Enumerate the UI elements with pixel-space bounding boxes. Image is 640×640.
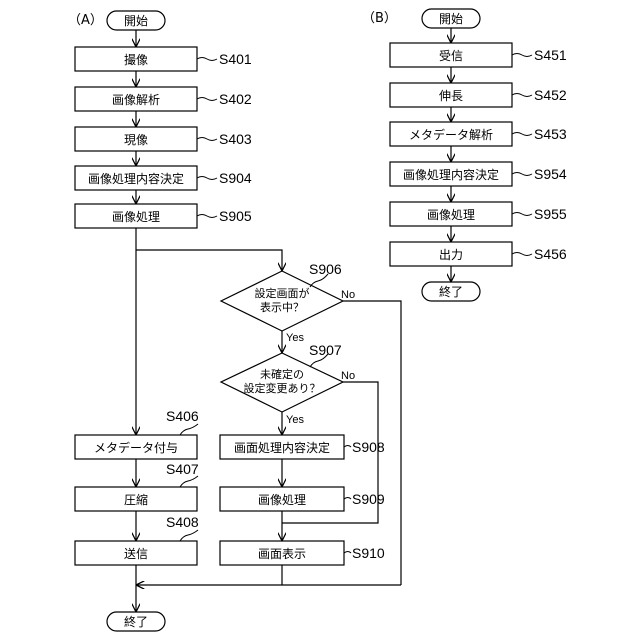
leader-s955 bbox=[512, 213, 532, 216]
s905-id: S905 bbox=[219, 209, 252, 223]
s403-id: S403 bbox=[219, 132, 252, 146]
process-box-s908 bbox=[220, 435, 344, 459]
leader-s904 bbox=[197, 177, 217, 180]
process-box-s403 bbox=[75, 127, 197, 151]
process-box-s407 bbox=[75, 487, 197, 511]
s406-id: S406 bbox=[166, 409, 199, 423]
s907-no-label: No bbox=[341, 371, 355, 382]
s451-id: S451 bbox=[534, 48, 567, 62]
leader-s407 bbox=[180, 476, 198, 487]
s907-id: S907 bbox=[309, 343, 342, 357]
terminal-end-b bbox=[422, 282, 480, 301]
terminal-start-a bbox=[107, 11, 165, 30]
s402-id: S402 bbox=[219, 92, 252, 106]
s401-id: S401 bbox=[219, 52, 252, 66]
s408-id: S408 bbox=[166, 515, 199, 529]
s910-id: S910 bbox=[352, 546, 385, 560]
leader-s451 bbox=[512, 54, 532, 57]
s908-id: S908 bbox=[352, 440, 385, 454]
terminal-start-b bbox=[422, 9, 480, 28]
decision-diamond-s907 bbox=[221, 353, 343, 412]
process-box-s402 bbox=[75, 87, 197, 111]
process-box-s954 bbox=[390, 162, 512, 186]
process-box-s451 bbox=[390, 43, 512, 67]
s452-id: S452 bbox=[534, 88, 567, 102]
leader-s954 bbox=[512, 173, 532, 176]
leader-s403 bbox=[197, 138, 217, 141]
s453-id: S453 bbox=[534, 127, 567, 141]
leader-s909 bbox=[344, 498, 351, 500]
s904-id: S904 bbox=[219, 171, 252, 185]
process-box-s408 bbox=[75, 541, 197, 565]
s407-id: S407 bbox=[166, 462, 199, 476]
process-box-s452 bbox=[390, 83, 512, 107]
terminal-end-a bbox=[107, 612, 165, 631]
process-box-s453 bbox=[390, 122, 512, 146]
leader-s406 bbox=[180, 424, 198, 435]
process-box-s955 bbox=[390, 202, 512, 226]
s906-id: S906 bbox=[309, 262, 342, 276]
section-b-label: （B） bbox=[362, 12, 397, 25]
process-box-s406 bbox=[75, 435, 197, 459]
s906-yes-label: Yes bbox=[286, 333, 304, 344]
leader-s453 bbox=[512, 133, 532, 136]
s909-id: S909 bbox=[352, 492, 385, 506]
process-box-s401 bbox=[75, 47, 197, 71]
leader-s401 bbox=[197, 58, 217, 61]
s907-yes-label: Yes bbox=[286, 415, 304, 426]
leader-s910 bbox=[344, 552, 351, 554]
leader-s452 bbox=[512, 94, 532, 97]
s456-id: S456 bbox=[534, 247, 567, 261]
leader-s908 bbox=[344, 446, 351, 448]
s906-no-label: No bbox=[341, 290, 355, 301]
process-box-s456 bbox=[390, 242, 512, 266]
leader-s402 bbox=[197, 98, 217, 101]
leader-s408 bbox=[180, 530, 198, 541]
decision-diamond-s906 bbox=[221, 271, 343, 331]
s955-id: S955 bbox=[534, 207, 567, 221]
s954-id: S954 bbox=[534, 167, 567, 181]
process-box-s910 bbox=[220, 541, 344, 565]
leader-s905 bbox=[197, 215, 217, 218]
process-box-s909 bbox=[220, 487, 344, 511]
section-a-label: （A） bbox=[68, 14, 103, 27]
process-box-s904 bbox=[75, 166, 197, 190]
leader-s456 bbox=[512, 253, 532, 256]
process-box-s905 bbox=[75, 204, 197, 228]
